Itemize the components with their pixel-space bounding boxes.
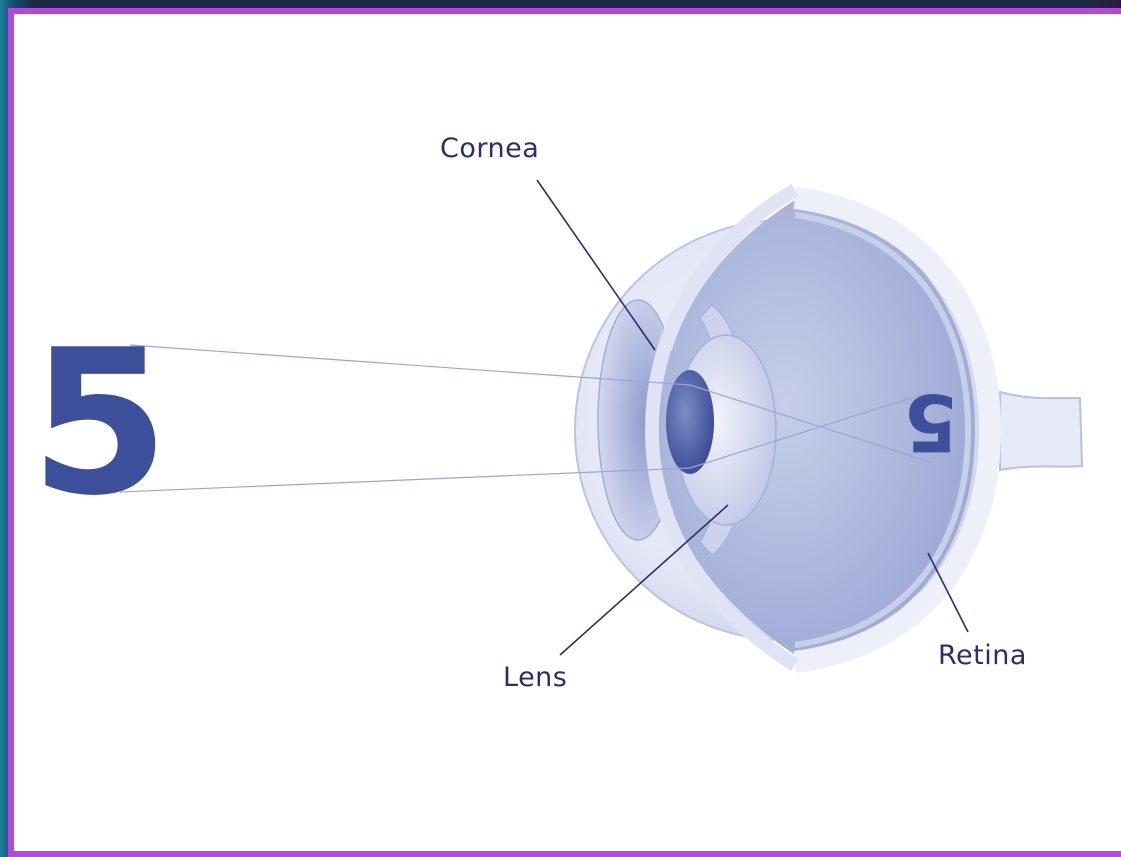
object-digit: 5 bbox=[30, 307, 169, 540]
retina-label: Retina bbox=[938, 640, 1027, 671]
cornea-leader bbox=[537, 180, 655, 350]
optic-nerve bbox=[1000, 392, 1082, 470]
cornea-label: Cornea bbox=[440, 133, 539, 164]
lens-label: Lens bbox=[503, 662, 567, 693]
image-digit: 5 bbox=[904, 376, 958, 466]
